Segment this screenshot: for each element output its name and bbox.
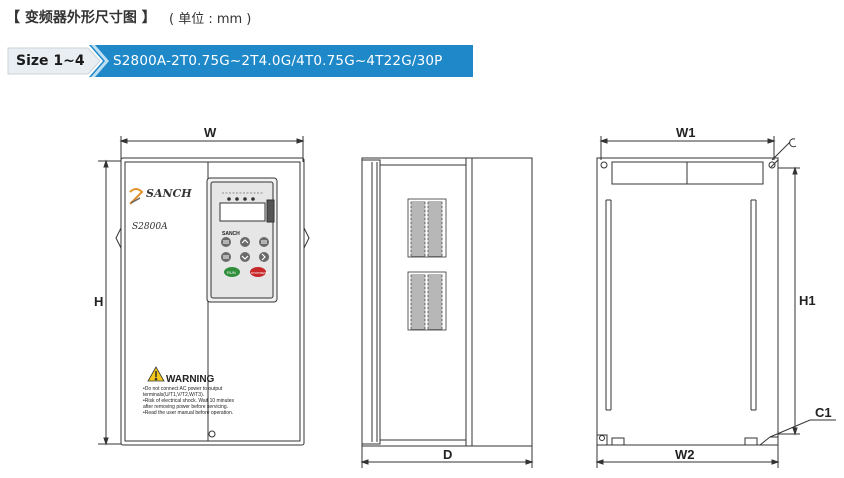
vent-slot [427, 253, 443, 257]
vent-slot [427, 221, 443, 225]
vent-slot [427, 314, 443, 318]
vent-slot [410, 241, 426, 245]
vent-slot [427, 318, 443, 322]
keypad-brand: SANCH [222, 231, 240, 237]
vent-slot [410, 245, 426, 249]
vent-slot [427, 294, 443, 298]
vent-slot [427, 286, 443, 290]
vent-slot [427, 274, 443, 278]
model-name: S2800A [132, 222, 168, 232]
dim-d: D [443, 447, 452, 462]
warning-line-5: •Read the user manual before operation. [143, 410, 233, 416]
size-label: Size 1~4 [16, 53, 85, 69]
size-banner-shape [5, 45, 473, 77]
side-view [360, 157, 534, 468]
vent-slot [427, 209, 443, 213]
rear-view [595, 136, 836, 468]
vent-slot [427, 245, 443, 249]
vent-slot [410, 229, 426, 233]
vent-slot [427, 290, 443, 294]
vent-slot [427, 249, 443, 253]
vent-slot [427, 217, 443, 221]
vent-slot [410, 253, 426, 257]
vent-slot [410, 205, 426, 209]
vent-slot [410, 217, 426, 221]
vent-slot [410, 290, 426, 294]
brand-logo-text: SANCH [146, 187, 192, 200]
vent-slot [427, 278, 443, 282]
page-title: 【 变频器外形尺寸图 】 [6, 10, 156, 26]
vent-slot [410, 314, 426, 318]
vent-slot [410, 221, 426, 225]
dim-w: W [204, 125, 217, 140]
vent-slot [427, 322, 443, 326]
run-key-label: RUN [227, 270, 236, 275]
warning-line-3: •Risk of electrical shock. Wait 10 minut… [143, 398, 235, 404]
dim-h1: H1 [799, 293, 816, 308]
vent-slot [427, 205, 443, 209]
front-view [98, 136, 310, 446]
vent-slot [427, 201, 443, 205]
dim-c1: C1 [815, 405, 832, 420]
vent-slot [410, 306, 426, 310]
vent-slot [410, 201, 426, 205]
vent-slot [410, 274, 426, 278]
vent-slot [410, 233, 426, 237]
stop-key-label: STOP/RESET [251, 271, 270, 275]
vent-slot [410, 209, 426, 213]
vent-slot [410, 318, 426, 322]
vent-slot [427, 225, 443, 229]
vent-slot [427, 306, 443, 310]
vent-slot [427, 282, 443, 286]
vent-slot [427, 237, 443, 241]
size-banner: Size 1~4 S2800A-2T0.75G~2T4.0G/4T0.75G~4… [5, 45, 473, 77]
unit-note: ( 单位 : mm ) [169, 12, 252, 27]
vent-slot [427, 298, 443, 302]
dim-w1: W1 [676, 125, 696, 140]
warning-line-1: •Do not connect AC power to output [143, 386, 223, 392]
vent-slot [410, 278, 426, 282]
warning-line-2: terminals(U/T1,V/T2,W/T3). [143, 392, 204, 398]
vent-slot [410, 282, 426, 286]
vent-slot [427, 302, 443, 306]
page-header: 【 变频器外形尺寸图 】 ( 单位 : mm ) [0, 0, 844, 30]
warning-line-4: after removing power before servicing. [143, 404, 228, 410]
vent-slot [427, 241, 443, 245]
vent-slot [410, 326, 426, 330]
model-range: S2800A-2T0.75G~2T4.0G/4T0.75G~4T22G/30P [113, 53, 443, 69]
vent-slot [410, 294, 426, 298]
vent-slot [410, 213, 426, 217]
warning-title: WARNING [166, 374, 215, 385]
dim-h: H [94, 294, 103, 309]
vent-slot [427, 233, 443, 237]
vent-slot [410, 286, 426, 290]
vent-slot [427, 213, 443, 217]
vent-slot [427, 326, 443, 330]
vent-slot [410, 225, 426, 229]
vent-slot [410, 302, 426, 306]
vent-slot [427, 310, 443, 314]
vent-slot [410, 310, 426, 314]
vent-slot [410, 237, 426, 241]
dim-w2: W2 [675, 447, 695, 462]
vent-slot [410, 298, 426, 302]
vent-slot [427, 229, 443, 233]
vent-slot [410, 322, 426, 326]
vent-slot [410, 249, 426, 253]
